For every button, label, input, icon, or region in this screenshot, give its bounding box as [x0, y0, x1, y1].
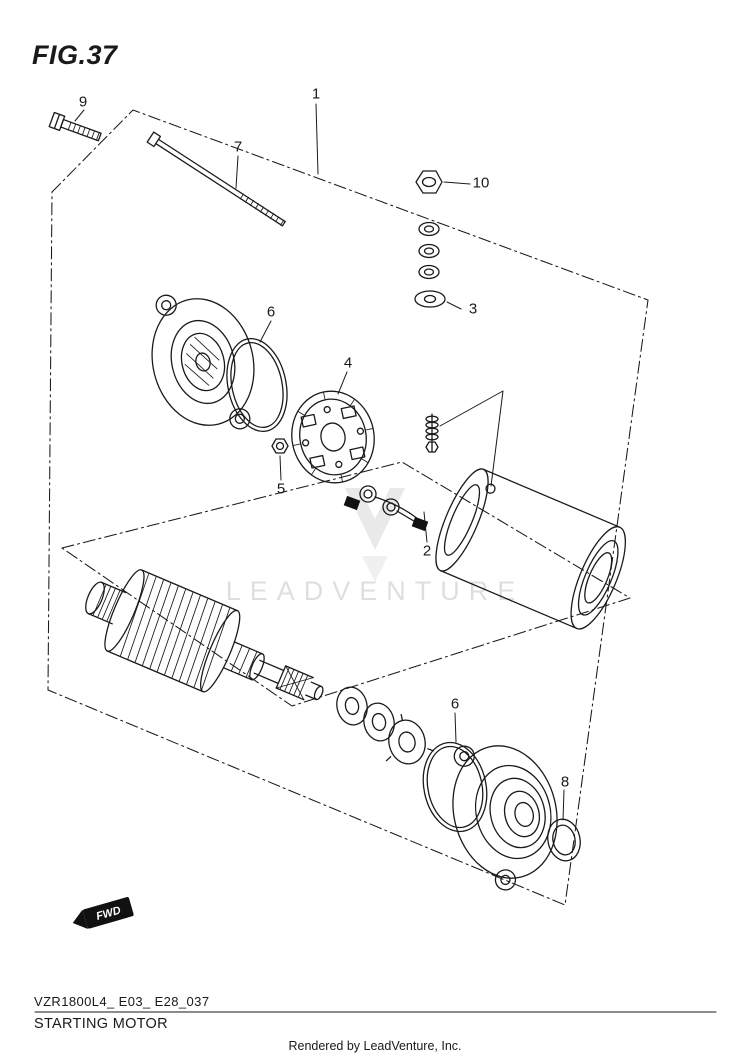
footer-credit: Rendered by LeadVenture, Inc. — [288, 1039, 462, 1053]
outer-assembly-boundary — [47, 109, 649, 906]
callout-6-rear: 6 — [450, 695, 460, 713]
seal-ring-8 — [547, 818, 581, 862]
front-bracket-bore-hatch — [184, 336, 220, 386]
shaft-washer — [363, 702, 395, 742]
callout-2: 2 — [422, 542, 432, 560]
inner-assembly-boundary — [61, 461, 631, 707]
callout-9: 9 — [78, 93, 88, 111]
fwd-marker: FWD — [72, 897, 134, 929]
armature-core-hatch — [120, 573, 231, 691]
washer-set-3 — [414, 221, 446, 308]
nut-10 — [415, 170, 443, 194]
armature-shaft-spline-hatch — [275, 665, 314, 701]
brush-block — [343, 495, 361, 511]
armature — [85, 569, 324, 701]
front-bracket — [151, 294, 255, 430]
motor-housing — [435, 468, 627, 630]
footer-part-code: VZR1800L4_ E03_ E28_037 — [34, 994, 210, 1009]
callout-3: 3 — [468, 300, 478, 318]
fwd-arrow-icon — [72, 909, 88, 929]
armature-nose-spline-hatch — [92, 584, 121, 622]
callout-6-front: 6 — [266, 303, 276, 321]
callout-5: 5 — [276, 480, 286, 498]
o-ring-6-front — [226, 337, 288, 433]
watermark-logo — [345, 488, 405, 582]
brush-holder-4 — [291, 390, 375, 484]
rear-bracket — [452, 745, 558, 891]
bolt-7 — [146, 131, 286, 227]
brush-spring-set-2 — [343, 413, 439, 532]
callout-10: 10 — [472, 174, 490, 192]
nut-5 — [271, 438, 289, 454]
callout-8: 8 — [560, 773, 570, 791]
o-ring-6-rear — [422, 741, 488, 833]
brush-block — [411, 516, 429, 532]
callout-leader-lines — [74, 103, 565, 821]
brush-holder-notches — [292, 391, 374, 483]
figure-title: FIG.37 — [32, 40, 118, 70]
callout-1: 1 — [311, 85, 321, 103]
callout-7: 7 — [233, 138, 243, 156]
lock-washer — [385, 713, 435, 765]
shaft-washer — [336, 686, 368, 726]
callout-4: 4 — [343, 354, 353, 372]
footer-figure-name: STARTING MOTOR — [34, 1016, 168, 1032]
bolt-9 — [48, 111, 102, 142]
